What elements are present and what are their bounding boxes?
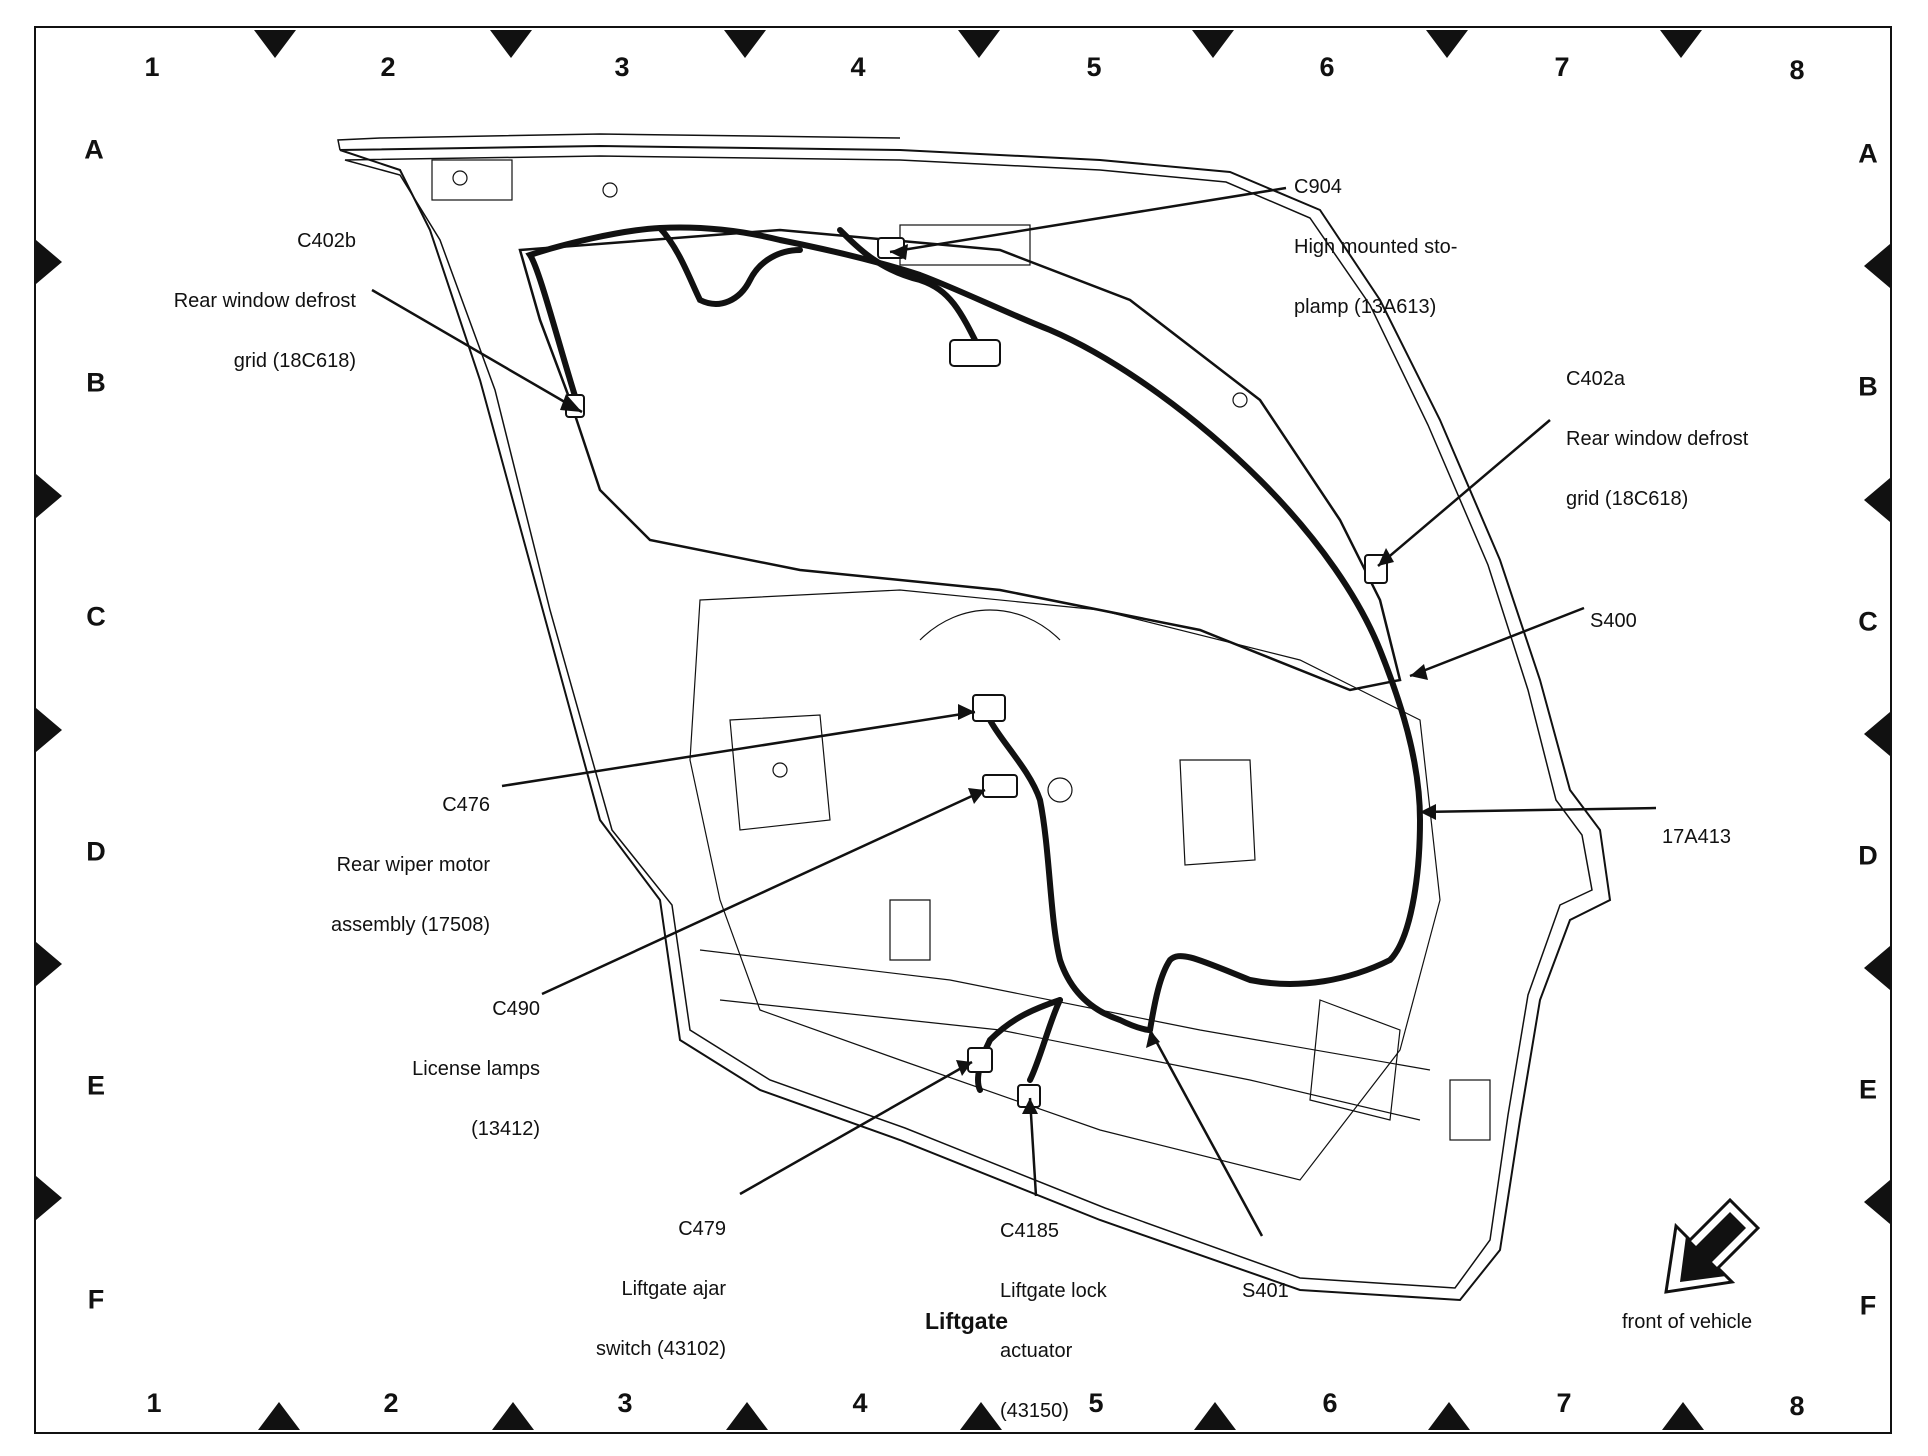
grid-row-label: D: [86, 836, 106, 867]
grid-column-label: 5: [1086, 52, 1102, 82]
front-of-vehicle-label: front of vehicle: [1622, 1311, 1753, 1333]
connector-description: Rear window defrost: [173, 290, 356, 312]
connector-description: plamp (13A613): [1294, 296, 1437, 318]
grid-marker: [1662, 1402, 1704, 1430]
grid-marker: [490, 30, 532, 58]
callout-s400: S400: [1590, 576, 1690, 666]
grid-column-label: 5: [1088, 1388, 1104, 1418]
grid-row-label: B: [86, 367, 106, 398]
grid-column-label: 7: [1556, 1388, 1572, 1418]
connector-description: (13412): [471, 1118, 540, 1140]
grid-column-label: 7: [1554, 52, 1570, 82]
grid-marker: [258, 1402, 300, 1430]
grid-marker: [1194, 1402, 1236, 1430]
callout-c402b: C402b Rear window defrost grid (18C618): [130, 196, 356, 406]
grid-column-label: 8: [1789, 1391, 1805, 1421]
grid-row-label: D: [1858, 840, 1878, 871]
harness-id: 17A413: [1662, 826, 1731, 848]
grid-marker: [36, 942, 62, 986]
grid-marker: [1864, 712, 1890, 756]
connector-description: actuator: [1000, 1340, 1073, 1362]
grid-row-label: C: [1858, 606, 1878, 637]
grid-row-label: A: [1858, 138, 1878, 169]
connector-description: License lamps: [412, 1058, 540, 1080]
grid-marker: [726, 1402, 768, 1430]
grid-column-label: 6: [1322, 1388, 1338, 1418]
grid-marker: [1864, 946, 1890, 990]
grid-marker: [1428, 1402, 1470, 1430]
callout-c476: C476 Rear wiper motor assembly (17508): [290, 760, 490, 970]
grid-markers: [36, 30, 1890, 1430]
connector-id: C476: [442, 794, 490, 816]
callout-c479: C479 Liftgate ajar switch (43102): [560, 1184, 726, 1394]
grid-column-label: 2: [383, 1388, 399, 1418]
connector-description: switch (43102): [595, 1338, 726, 1360]
grid-marker: [254, 30, 296, 58]
grid-row-label: F: [87, 1284, 105, 1315]
connector-description: grid (18C618): [233, 350, 356, 372]
connector-description: Liftgate ajar: [621, 1278, 726, 1300]
grid-column-label: 8: [1789, 55, 1805, 85]
grid-marker: [724, 30, 766, 58]
grid-column-label: 3: [614, 52, 630, 82]
connector-id: C402b: [297, 230, 356, 252]
grid-column-label: 6: [1319, 52, 1335, 82]
grid-marker: [36, 240, 62, 284]
leader-arrowheads: [560, 244, 1436, 1114]
callout-c402a: C402a Rear window defrost grid (18C618): [1566, 334, 1806, 544]
connector-description: Liftgate lock: [1000, 1280, 1107, 1302]
diagram-caption: Liftgate: [925, 1308, 1009, 1334]
connector-description: grid (18C618): [1566, 488, 1689, 510]
grid-marker: [1426, 30, 1468, 58]
wiring-harness: [525, 224, 1424, 1093]
callout-c4185: C4185 Liftgate lock actuator (43150): [1000, 1186, 1160, 1456]
callout-c904: C904 High mounted sto- plamp (13A613): [1294, 142, 1534, 352]
connector-id: C479: [678, 1218, 726, 1240]
grid-marker: [958, 30, 1000, 58]
grid-marker: [1864, 1180, 1890, 1224]
grid-row-label: C: [86, 601, 106, 632]
grid-marker: [1864, 478, 1890, 522]
connector-bodies: [565, 237, 1388, 1108]
grid-column-label: 1: [144, 52, 160, 82]
splice-id: S400: [1590, 610, 1637, 632]
grid-marker: [1192, 30, 1234, 58]
connector-id: C4185: [1000, 1220, 1059, 1242]
connector-id: C904: [1294, 176, 1342, 198]
diagram-frame: [34, 26, 1892, 1434]
grid-marker: [492, 1402, 534, 1430]
splice-id: S401: [1242, 1280, 1289, 1302]
connector-id: C490: [492, 998, 540, 1020]
callout-17a413: 17A413: [1662, 792, 1782, 882]
callout-s401: S401: [1242, 1246, 1342, 1336]
connector-description: Rear wiper motor: [336, 854, 490, 876]
grid-column-label: 4: [850, 52, 866, 82]
grid-column-label: 4: [852, 1388, 868, 1418]
grid-row-label: F: [1859, 1290, 1877, 1321]
leader-lines: [371, 186, 1657, 1237]
grid-marker: [960, 1402, 1002, 1430]
callout-c490: C490 License lamps (13412): [360, 964, 540, 1174]
grid-row-label: E: [86, 1070, 105, 1101]
grid-column-label: 3: [617, 1388, 633, 1418]
grid-marker: [1660, 30, 1702, 58]
grid-marker: [1864, 244, 1890, 288]
grid-row-label: B: [1858, 371, 1878, 402]
grid-marker: [36, 1176, 62, 1220]
connector-description: (43150): [1000, 1400, 1069, 1422]
grid-row-label: A: [84, 134, 104, 165]
connector-description: High mounted sto-: [1294, 236, 1458, 258]
connector-description: assembly (17508): [331, 914, 490, 936]
connector-description: Rear window defrost: [1566, 428, 1749, 450]
grid-marker: [36, 708, 62, 752]
grid-marker: [36, 474, 62, 518]
liftgate-outline: [337, 133, 1612, 1302]
connector-id: C402a: [1566, 368, 1625, 390]
grid-column-label: 1: [146, 1388, 162, 1418]
grid-row-label: E: [1858, 1074, 1877, 1105]
grid-column-label: 2: [380, 52, 396, 82]
arrow-down-left-icon: [1664, 1197, 1761, 1294]
